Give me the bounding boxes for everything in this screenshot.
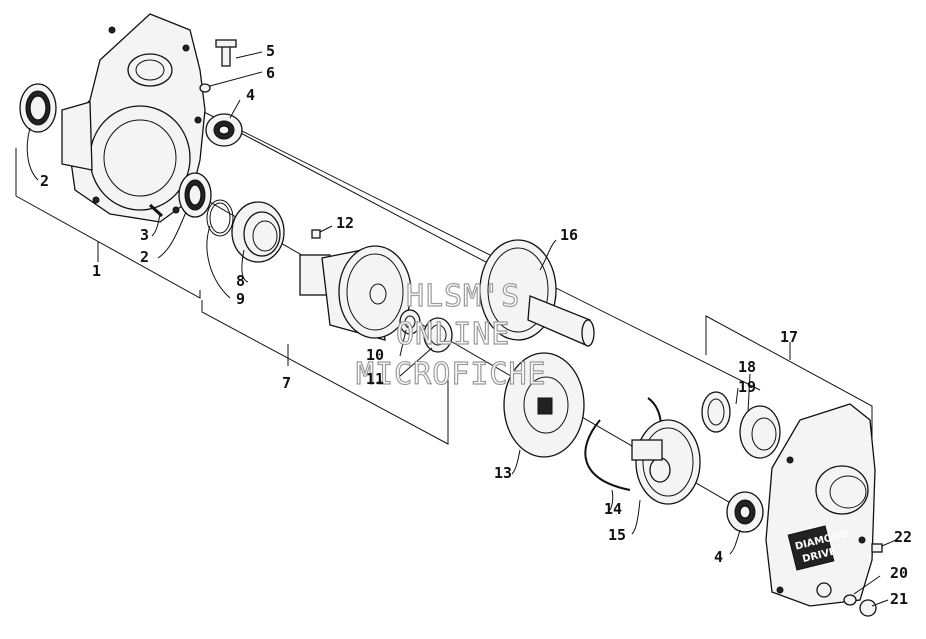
left-housing-part	[61, 13, 206, 223]
watermark-line3: MICROFICHE	[356, 357, 547, 392]
callout-17: 17	[780, 328, 798, 346]
callout-4-bottom: 4	[714, 548, 723, 566]
drum-gear-part	[299, 245, 412, 341]
bearing-part-8	[231, 201, 285, 263]
seal-part-2-mid	[178, 172, 212, 218]
callout-2-mid: 2	[140, 248, 149, 266]
callout-1: 1	[92, 262, 101, 280]
callout-22: 22	[894, 528, 912, 546]
watermark: HLSM'S ONLINE MICROFICHE	[355, 278, 547, 392]
callout-21: 21	[890, 590, 908, 608]
callout-20: 20	[890, 564, 908, 582]
callout-4-top: 4	[246, 86, 255, 104]
oring-part-6	[199, 83, 211, 93]
bolt-part-22	[871, 543, 883, 553]
callout-3: 3	[140, 226, 149, 244]
callout-6: 6	[266, 64, 275, 82]
callout-11: 11	[366, 370, 384, 388]
gear-shaft-part-16	[479, 239, 595, 347]
bearing-part-4-top	[205, 113, 243, 147]
callout-14: 14	[604, 500, 622, 518]
callout-15: 15	[608, 526, 626, 544]
callout-16: 16	[560, 226, 578, 244]
watermark-line2: ONLINE	[396, 317, 510, 352]
callout-5: 5	[266, 42, 275, 60]
washer-part-20	[843, 594, 857, 606]
seal-part-19	[701, 391, 731, 433]
callout-7: 7	[282, 374, 291, 392]
plug-part-21	[859, 599, 877, 617]
washer-part-10	[399, 309, 421, 335]
breather-part-5	[215, 39, 237, 67]
callout-12: 12	[336, 214, 354, 232]
callout-9: 9	[236, 290, 245, 308]
bearing-part-18	[739, 405, 781, 459]
callouts: 2 1 3 2 5 6 4 8 9 12 7 10 11 16 13 14 15…	[40, 42, 912, 608]
callout-10: 10	[366, 346, 384, 364]
callout-2-left: 2	[40, 172, 49, 190]
callout-13: 13	[494, 464, 512, 482]
bracket-group-7	[201, 300, 449, 445]
bearing-part-11	[423, 317, 453, 353]
sprocket-part-13	[503, 352, 585, 458]
callout-18: 18	[738, 358, 756, 376]
bearing-part-4-bottom	[726, 491, 764, 533]
right-cover-part-17: DIAMOND DRIVE	[765, 403, 876, 607]
bolt-part-12	[311, 229, 321, 239]
callout-8: 8	[236, 272, 245, 290]
callout-19: 19	[738, 378, 756, 396]
leader-lines	[26, 51, 897, 607]
bracket-group-1	[15, 148, 201, 299]
watermark-line1: HLSM'S	[406, 279, 520, 314]
bracket-group-17	[705, 315, 873, 448]
ring-part-9	[206, 199, 234, 237]
seal-part-2-left	[19, 83, 57, 133]
gear-part-15	[631, 419, 701, 505]
